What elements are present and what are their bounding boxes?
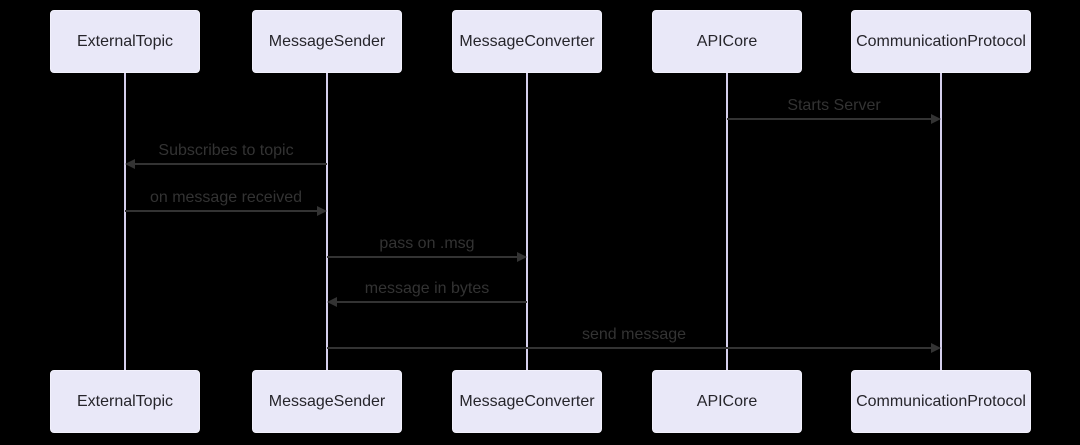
lifeline-messageconverter bbox=[526, 73, 528, 370]
message-label-4: message in bytes bbox=[364, 280, 490, 297]
actor-bottom-communicationprotocol: CommunicationProtocol bbox=[851, 370, 1031, 433]
message-label-1: Subscribes to topic bbox=[158, 142, 294, 159]
actor-bottom-apicore: APICore bbox=[652, 370, 802, 433]
message-line-4 bbox=[336, 301, 527, 303]
message-label-5: send message bbox=[581, 326, 687, 343]
actor-top-apicore: APICore bbox=[652, 10, 802, 73]
actor-bottom-messagesender: MessageSender bbox=[252, 370, 402, 433]
message-label-2: on message received bbox=[149, 189, 303, 206]
message-line-3 bbox=[327, 256, 518, 258]
arrowhead-right-icon bbox=[931, 343, 941, 353]
message-label-0: Starts Server bbox=[787, 97, 881, 114]
actor-bottom-externaltopic: ExternalTopic bbox=[50, 370, 200, 433]
arrowhead-right-icon bbox=[317, 206, 327, 216]
lifeline-communicationprotocol bbox=[940, 73, 942, 370]
message-label-3: pass on .msg bbox=[379, 235, 475, 252]
arrowhead-right-icon bbox=[517, 252, 527, 262]
message-line-2 bbox=[125, 210, 318, 212]
message-line-1 bbox=[134, 163, 327, 165]
arrowhead-left-icon bbox=[125, 159, 135, 169]
actor-top-messagesender: MessageSender bbox=[252, 10, 402, 73]
actor-top-externaltopic: ExternalTopic bbox=[50, 10, 200, 73]
arrowhead-right-icon bbox=[931, 114, 941, 124]
actor-top-communicationprotocol: CommunicationProtocol bbox=[851, 10, 1031, 73]
actor-bottom-messageconverter: MessageConverter bbox=[452, 370, 602, 433]
lifeline-messagesender bbox=[326, 73, 328, 370]
arrowhead-left-icon bbox=[327, 297, 337, 307]
lifeline-apicore bbox=[726, 73, 728, 370]
message-line-0 bbox=[727, 118, 932, 120]
lifeline-externaltopic bbox=[124, 73, 126, 370]
message-line-5 bbox=[327, 347, 932, 349]
actor-top-messageconverter: MessageConverter bbox=[452, 10, 602, 73]
